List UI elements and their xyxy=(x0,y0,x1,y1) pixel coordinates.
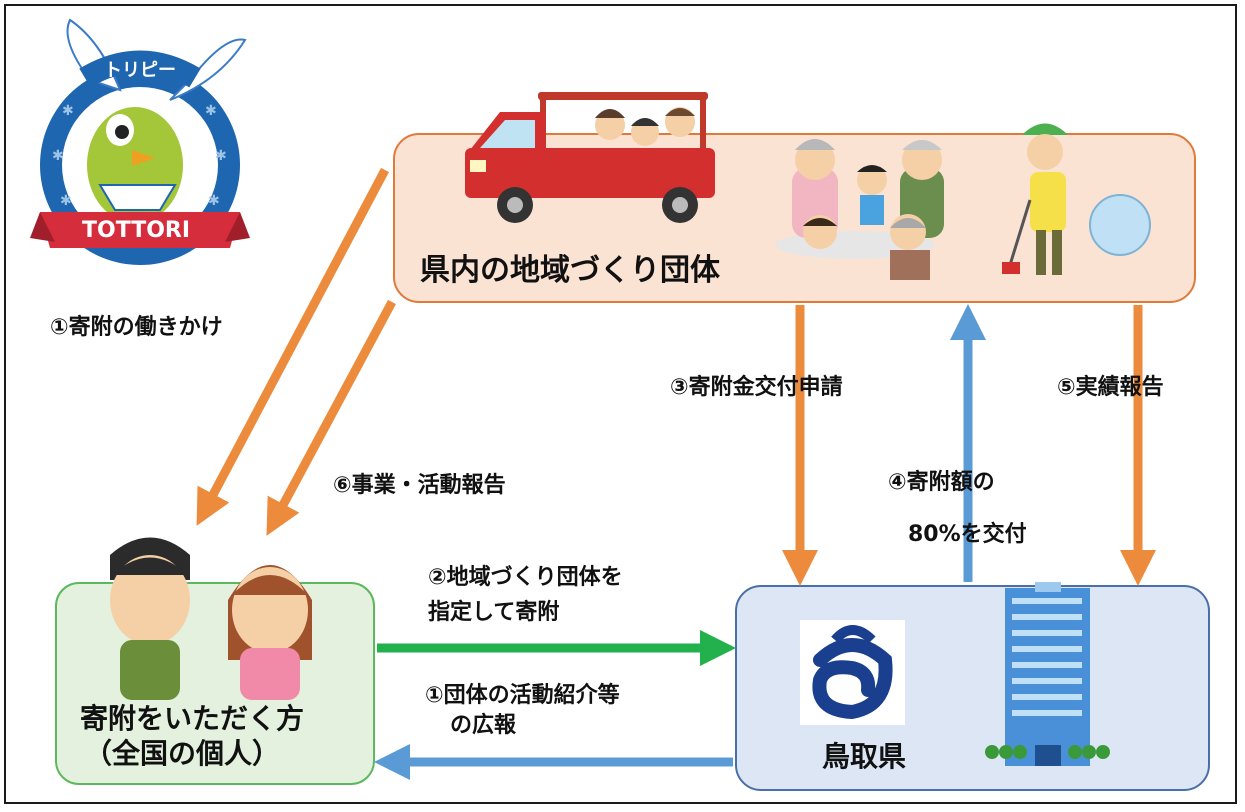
toripi-mascot-logo: ✱ ✱ ✱ ✱ ✱ ✱ xyxy=(30,18,250,265)
svg-text:✱: ✱ xyxy=(60,193,72,209)
step1-outreach-label: ①寄附の働きかけ xyxy=(50,315,223,340)
svg-text:✱: ✱ xyxy=(52,148,64,164)
groups-label: 県内の地域づくり団体 xyxy=(420,253,720,288)
step1-publicity-line1-label: ①団体の活動紹介等 xyxy=(425,683,620,708)
mascot-name-top: トリピー xyxy=(104,60,176,81)
svg-text:✱: ✱ xyxy=(208,193,220,209)
donors-label-line1: 寄附をいただく方 xyxy=(80,702,305,735)
step4-line1-label: ④寄附額の xyxy=(888,470,995,495)
svg-text:✱: ✱ xyxy=(215,148,227,164)
arrow-outreach xyxy=(196,167,389,526)
mascot-banner-text: TOTTORI xyxy=(82,218,191,243)
community-meeting-illustration xyxy=(775,139,944,280)
tottori-prefecture-emblem xyxy=(800,620,905,725)
svg-text:✱: ✱ xyxy=(205,103,217,119)
step5-results-label: ⑤実績報告 xyxy=(1057,375,1164,400)
donors-box xyxy=(55,582,375,785)
svg-text:✱: ✱ xyxy=(62,103,74,119)
prefectural-office-building-illustration xyxy=(985,582,1110,766)
step3-application-label: ③寄附金交付申請 xyxy=(670,375,843,400)
arrow-activity-report xyxy=(266,299,396,536)
step6-report-label: ⑥事業・活動報告 xyxy=(333,473,506,498)
donor-couple-illustration xyxy=(110,537,312,700)
truck-family-illustration xyxy=(465,92,715,223)
prefecture-label: 鳥取県 xyxy=(822,740,907,773)
step2-line2-label: 指定して寄附 xyxy=(428,600,560,625)
volunteer-cleanup-illustration xyxy=(1002,123,1151,275)
donors-label-line2: （全国の個人） xyxy=(84,737,281,770)
step2-line1-label: ②地域づくり団体を xyxy=(428,565,623,590)
step4-line2-label: 80%を交付 xyxy=(908,522,1027,547)
step1-publicity-line2-label: の広報 xyxy=(450,713,517,738)
